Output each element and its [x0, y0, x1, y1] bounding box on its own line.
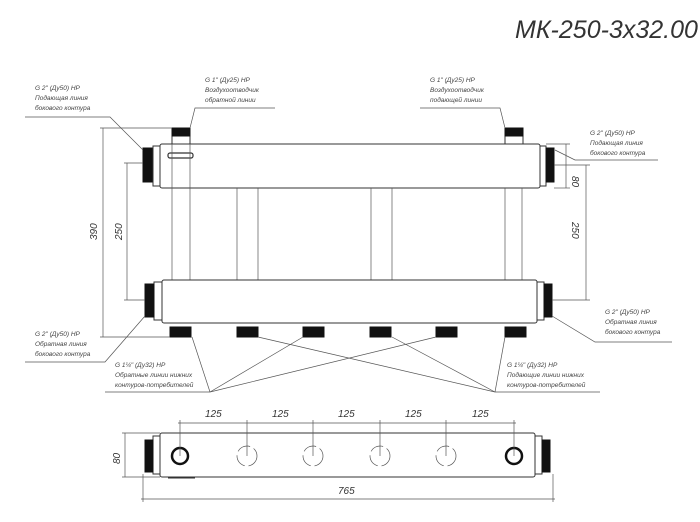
- dim-pitch-4: 125: [405, 409, 422, 420]
- svg-text:контуров-потребителей: контуров-потребителей: [507, 381, 586, 389]
- label-right-bottom: G 2" (Ду50) НР Обратная линия бокового к…: [605, 309, 661, 336]
- drawing-title: МК-250-3х32.00: [515, 16, 698, 44]
- dim-pipe-height: 80: [569, 176, 580, 188]
- label-left-top: G 2" (Ду50) НР Подающая линия бокового к…: [35, 85, 91, 112]
- svg-text:бокового контура: бокового контура: [35, 350, 91, 358]
- svg-text:G 1¼" (Ду32) НР: G 1¼" (Ду32) НР: [507, 362, 558, 369]
- svg-text:Подающая линия: Подающая линия: [35, 94, 88, 102]
- svg-text:подающей линии: подающей линии: [430, 96, 482, 104]
- label-consumer-supply: G 1¼" (Ду32) НР Подающие линии нижних ко…: [507, 362, 586, 389]
- svg-text:Подающая линия: Подающая линия: [590, 139, 643, 147]
- lower-header: [144, 279, 553, 338]
- label-left-bottom: G 2" (Ду50) НР Обратная линия бокового к…: [35, 331, 91, 358]
- svg-text:G 2" (Ду50) НР: G 2" (Ду50) НР: [590, 130, 636, 137]
- return-vent-nozzle: [171, 127, 191, 137]
- plan-view: [122, 420, 555, 502]
- svg-text:обратной линии: обратной линии: [205, 96, 256, 104]
- svg-text:Обратная линия: Обратная линия: [605, 318, 657, 326]
- supply-vent-nozzle: [504, 127, 524, 137]
- dim-overall-height: 390: [89, 223, 100, 240]
- svg-text:Воздухоотводчик: Воздухоотводчик: [205, 86, 260, 94]
- svg-text:G 2" (Ду50) НР: G 2" (Ду50) НР: [35, 85, 81, 92]
- dim-left-spacing: 250: [114, 223, 125, 241]
- svg-text:бокового контура: бокового контура: [35, 104, 91, 112]
- svg-text:G 2" (Ду50) НР: G 2" (Ду50) НР: [35, 331, 81, 338]
- right-supply-nozzle: [545, 147, 555, 183]
- consumer-nozzles: [169, 326, 527, 338]
- dim-right-spacing: 250: [569, 221, 580, 239]
- svg-text:G 2" (Ду50) НР: G 2" (Ду50) НР: [605, 309, 651, 316]
- upper-header: [142, 127, 555, 189]
- dim-pitch-3: 125: [338, 409, 355, 420]
- svg-text:бокового контура: бокового контура: [605, 328, 661, 336]
- svg-text:бокового контура: бокового контура: [590, 149, 646, 157]
- svg-text:Обратная линия: Обратная линия: [35, 340, 87, 348]
- dim-overall-length: 765: [338, 486, 355, 497]
- svg-text:Подающие линии нижних: Подающие линии нижних: [507, 371, 585, 379]
- dim-pitch-1: 125: [205, 409, 222, 420]
- left-supply-nozzle: [142, 147, 153, 183]
- label-consumer-return: G 1¼" (Ду32) НР Обратные линии нижних ко…: [115, 362, 194, 389]
- svg-text:Обратные линии нижних: Обратные линии нижних: [115, 371, 193, 379]
- svg-text:контуров-потребителей: контуров-потребителей: [115, 381, 194, 389]
- dim-pitch-2: 125: [272, 409, 289, 420]
- svg-text:G 1¼" (Ду32) НР: G 1¼" (Ду32) НР: [115, 362, 166, 369]
- leader-lines: [25, 107, 672, 393]
- label-return-vent: G 1" (Ду25) НР Воздухоотводчик обратной …: [205, 77, 260, 104]
- logo-plate: [167, 152, 194, 159]
- side-dimensions: [100, 127, 590, 338]
- left-return-nozzle: [144, 283, 155, 318]
- label-right-top: G 2" (Ду50) НР Подающая линия бокового к…: [590, 130, 646, 157]
- svg-text:Воздухоотводчик: Воздухоотводчик: [430, 86, 485, 94]
- dim-plan-height: 80: [112, 452, 123, 464]
- right-return-nozzle: [543, 283, 553, 318]
- svg-text:G 1" (Ду25) НР: G 1" (Ду25) НР: [430, 77, 476, 84]
- svg-text:G 1" (Ду25) НР: G 1" (Ду25) НР: [205, 77, 251, 84]
- dim-pitch-5: 125: [472, 409, 489, 420]
- label-supply-vent: G 1" (Ду25) НР Воздухоотводчик подающей …: [430, 77, 485, 104]
